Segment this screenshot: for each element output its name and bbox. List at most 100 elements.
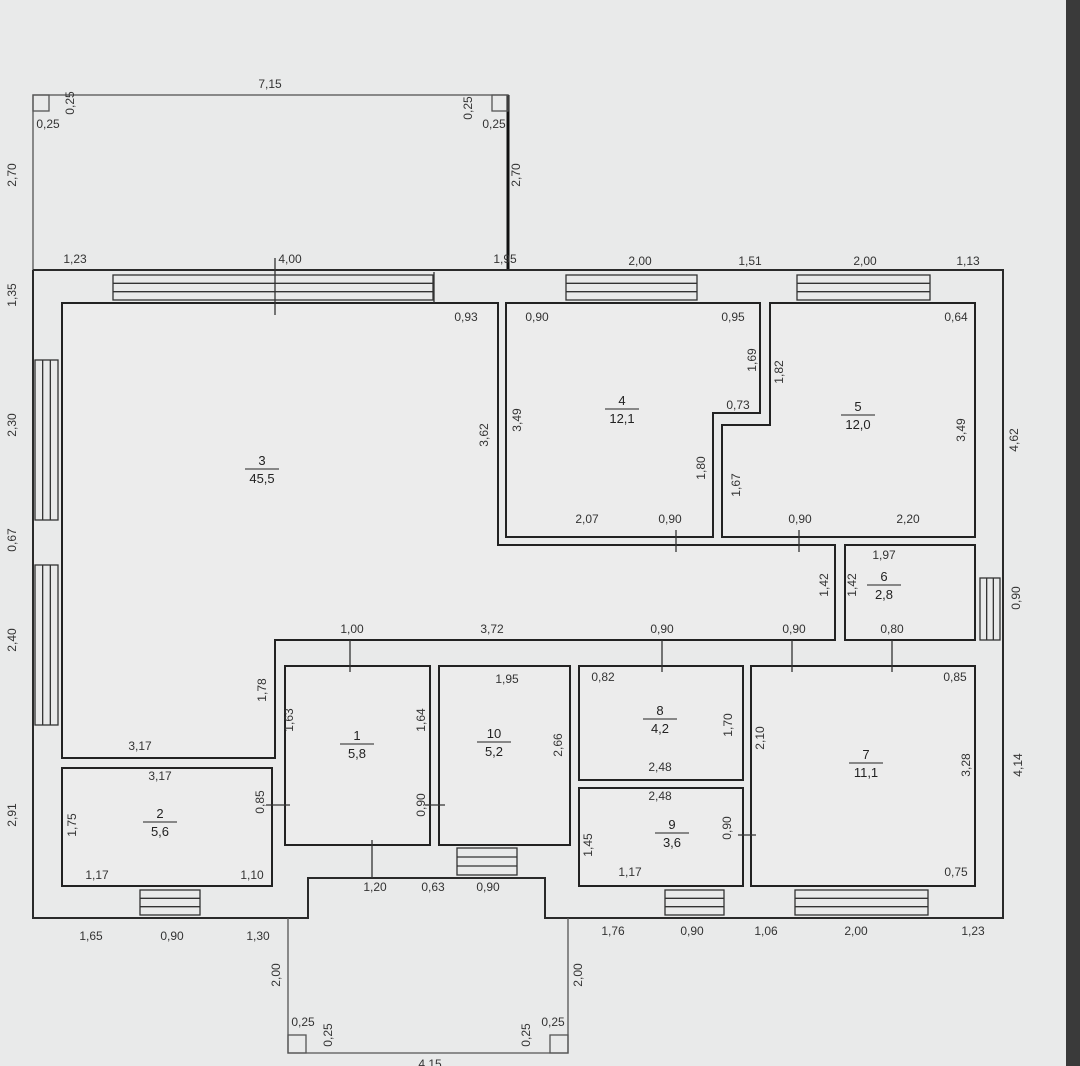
room-4: [505, 302, 761, 538]
dimension-label: 1,23: [63, 252, 87, 266]
window: [796, 274, 931, 301]
dimension-label: 1,45: [581, 833, 595, 857]
room-area: 4,2: [651, 721, 669, 736]
dimension-label: 1,82: [772, 360, 786, 384]
dimension-label: 2,10: [753, 726, 767, 750]
dimension-label: 1,76: [601, 924, 625, 938]
dimension-label: 0,90: [658, 512, 682, 526]
room-label: 15,8: [340, 728, 374, 761]
room-number: 8: [656, 703, 663, 718]
dimension-label: 0,85: [253, 790, 267, 814]
dimension-label: 0,25: [519, 1023, 533, 1047]
dimension-label: 1,10: [240, 868, 264, 882]
room-area: 12,1: [609, 411, 634, 426]
dimension-label: 1,67: [729, 473, 743, 497]
room-area: 11,1: [854, 765, 878, 780]
dimension-label: 0,90: [414, 793, 428, 817]
room-area: 5,8: [348, 746, 366, 761]
screen-edge: [1066, 0, 1080, 1066]
dimension-label: 2,00: [844, 924, 868, 938]
room-label: 93,6: [655, 817, 689, 850]
dimension-label: 0,90: [650, 622, 674, 636]
dimension-label: 4,62: [1007, 428, 1021, 452]
dimension-label: 1,17: [85, 868, 109, 882]
dimension-label: 3,49: [510, 408, 524, 432]
dimension-label: 2,00: [628, 254, 652, 268]
dimension-label: 0,90: [525, 310, 549, 324]
room-label: 512,0: [841, 399, 875, 432]
dimension-label: 0,25: [63, 91, 77, 115]
dimension-label: 2,70: [509, 163, 523, 187]
dimension-label: 0,67: [5, 528, 19, 552]
room-label: 412,1: [605, 393, 639, 426]
dimension-label: 0,80: [880, 622, 904, 636]
room-number: 3: [258, 453, 265, 468]
dimension-label: 1,65: [79, 929, 103, 943]
doors: [266, 258, 893, 878]
room-area: 5,2: [485, 744, 503, 759]
dimension-label: 4,14: [1011, 753, 1025, 777]
window: [794, 889, 929, 916]
dimension-label: 1,80: [694, 456, 708, 480]
dimension-label: 1,69: [745, 348, 759, 372]
room-area: 45,5: [249, 471, 274, 486]
dimension-label: 1,75: [65, 813, 79, 837]
dimension-label: 0,25: [321, 1023, 335, 1047]
room-labels: 15,825,6345,5412,1512,062,8711,184,293,6…: [143, 393, 901, 850]
dimension-label: 1,42: [845, 573, 859, 597]
room-area: 5,6: [151, 824, 169, 839]
dimension-label: 1,95: [495, 672, 519, 686]
dimension-label: 2,48: [648, 760, 672, 774]
dimension-label: 4,15: [418, 1057, 442, 1066]
room-10: [438, 665, 571, 846]
window: [664, 889, 725, 916]
outer-wall: [32, 269, 1004, 919]
dimension-label: 0,64: [944, 310, 968, 324]
room-7: [750, 665, 976, 887]
dimension-label: 0,90: [1009, 586, 1023, 610]
dimension-label: 3,17: [128, 739, 152, 753]
room-number: 5: [854, 399, 861, 414]
room-area: 12,0: [845, 417, 870, 432]
dimension-label: 2,40: [5, 628, 19, 652]
dimension-label: 0,25: [461, 96, 475, 120]
dimension-label: 1,51: [738, 254, 762, 268]
room-label: 345,5: [245, 453, 279, 486]
room-number: 10: [487, 726, 501, 741]
window: [139, 889, 201, 916]
window: [34, 359, 59, 521]
dimension-label: 1,78: [255, 678, 269, 702]
dimension-label: 3,49: [954, 418, 968, 442]
dimension-label: 0,93: [454, 310, 478, 324]
room-label: 25,6: [143, 806, 177, 839]
dimension-label: 0,75: [944, 865, 968, 879]
room-number: 7: [862, 747, 869, 762]
dimension-label: 0,85: [943, 670, 967, 684]
dimension-label: 1,64: [414, 708, 428, 732]
dimension-label: 2,20: [896, 512, 920, 526]
dimension-label: 0,90: [476, 880, 500, 894]
room-label: 62,8: [867, 569, 901, 602]
dimension-label: 0,95: [721, 310, 745, 324]
dimension-label: 2,07: [575, 512, 599, 526]
rooms: [61, 302, 976, 887]
room-label: 84,2: [643, 703, 677, 736]
dimension-label: 0,90: [680, 924, 704, 938]
dimension-label: 1,17: [618, 865, 642, 879]
dimension-label: 0,90: [788, 512, 812, 526]
dimension-label: 2,00: [269, 963, 283, 987]
room-area: 3,6: [663, 835, 681, 850]
top-porch: [32, 94, 509, 271]
room-number: 1: [353, 728, 360, 743]
window: [565, 274, 698, 301]
dimension-label: 2,00: [853, 254, 877, 268]
room-number: 2: [156, 806, 163, 821]
dimension-label: 3,17: [148, 769, 172, 783]
dimension-label: 0,63: [421, 880, 445, 894]
dimension-label: 1,00: [340, 622, 364, 636]
dimension-label: 4,00: [278, 252, 302, 266]
dimension-label: 1,35: [5, 283, 19, 307]
dimension-label: 0,90: [160, 929, 184, 943]
dimension-label: 0,90: [720, 816, 734, 840]
